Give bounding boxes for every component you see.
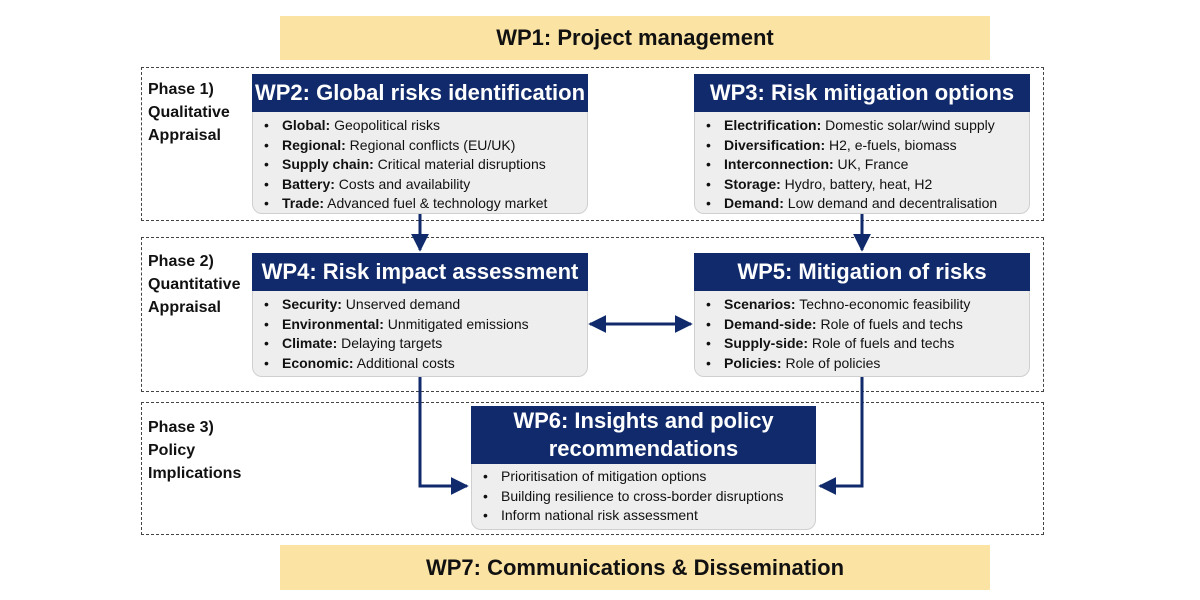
list-item: Interconnection: UK, France [702, 155, 997, 175]
phase-1-label: Phase 1) Qualitative Appraisal [148, 78, 230, 147]
wp4-box: WP4: Risk impact assessment Security: Un… [252, 253, 588, 377]
phase-3-frame [141, 402, 1044, 535]
list-item: Environmental: Unmitigated emissions [260, 315, 529, 335]
list-item: Climate: Delaying targets [260, 334, 529, 354]
phase-1-line-3: Appraisal [148, 127, 221, 144]
phase-1-frame [141, 67, 1044, 221]
wp2-title: WP2: Global risks identification [252, 74, 588, 112]
list-item: Prioritisation of mitigation options [479, 467, 783, 487]
phase-3-line-2: Policy [148, 442, 196, 459]
list-item: Demand: Low demand and decentralisation [702, 194, 997, 214]
phase-2-line-2: Quantitative [148, 276, 241, 293]
list-item: Battery: Costs and availability [260, 175, 547, 195]
phase-2-line-1: Phase 2) [148, 253, 214, 270]
list-item: Regional: Regional conflicts (EU/UK) [260, 136, 547, 156]
wp3-title: WP3: Risk mitigation options [694, 74, 1030, 112]
wp3-list: Electrification: Domestic solar/wind sup… [702, 116, 997, 214]
phase-2-label: Phase 2) Quantitative Appraisal [148, 250, 240, 319]
wp5-box: WP5: Mitigation of risks Scenarios: Tech… [694, 253, 1030, 377]
wp4-title: WP4: Risk impact assessment [252, 253, 588, 291]
phase-1-line-2: Qualitative [148, 104, 230, 121]
phase-3-line-3: Implications [148, 465, 242, 482]
phase-2-frame [141, 237, 1044, 392]
list-item: Policies: Role of policies [702, 354, 970, 374]
wp5-title: WP5: Mitigation of risks [694, 253, 1030, 291]
list-item: Demand-side: Role of fuels and techs [702, 315, 970, 335]
wp6-title-line-1: WP6: Insights and policy [513, 408, 774, 433]
wp7-title: WP7: Communications & Dissemination [425, 554, 845, 580]
arrow-wp4-to-wp6 [418, 377, 469, 495]
wp4-list: Security: Unserved demand Environmental:… [260, 295, 529, 373]
phase-1-line-1: Phase 1) [148, 81, 214, 98]
list-item: Diversification: H2, e-fuels, biomass [702, 136, 997, 156]
wp5-list: Scenarios: Techno-economic feasibility D… [702, 295, 970, 373]
list-item: Economic: Additional costs [260, 354, 529, 374]
wp1-title: WP1: Project management [496, 25, 774, 50]
list-item: Inform national risk assessment [479, 506, 783, 526]
wp2-list: Global: Geopolitical risks Regional: Reg… [260, 116, 547, 214]
wp7-banner: WP7: Communications & Dissemination [280, 545, 990, 590]
list-item: Scenarios: Techno-economic feasibility [702, 295, 970, 315]
list-item: Building resilience to cross-border disr… [479, 487, 783, 507]
wp6-list: Prioritisation of mitigation options Bui… [479, 467, 783, 526]
wp6-title: WP6: Insights and policy recommendations [471, 406, 816, 464]
list-item: Supply-side: Role of fuels and techs [702, 334, 970, 354]
list-item: Trade: Advanced fuel & technology market [260, 194, 547, 214]
phase-3-label: Phase 3) Policy Implications [148, 416, 241, 485]
phase-3-line-1: Phase 3) [148, 419, 214, 436]
wp2-box: WP2: Global risks identification Global:… [252, 74, 588, 214]
list-item: Global: Geopolitical risks [260, 116, 547, 136]
wp3-box: WP3: Risk mitigation options Electrifica… [694, 74, 1030, 214]
list-item: Security: Unserved demand [260, 295, 529, 315]
phase-2-line-3: Appraisal [148, 299, 221, 316]
list-item: Supply chain: Critical material disrupti… [260, 155, 547, 175]
list-item: Electrification: Domestic solar/wind sup… [702, 116, 997, 136]
wp6-title-line-2: recommendations [548, 436, 739, 461]
wp6-box: WP6: Insights and policy recommendations… [471, 406, 816, 530]
wp1-banner: WP1: Project management [280, 16, 990, 60]
arrow-wp5-to-wp6 [818, 377, 864, 495]
list-item: Storage: Hydro, battery, heat, H2 [702, 175, 997, 195]
